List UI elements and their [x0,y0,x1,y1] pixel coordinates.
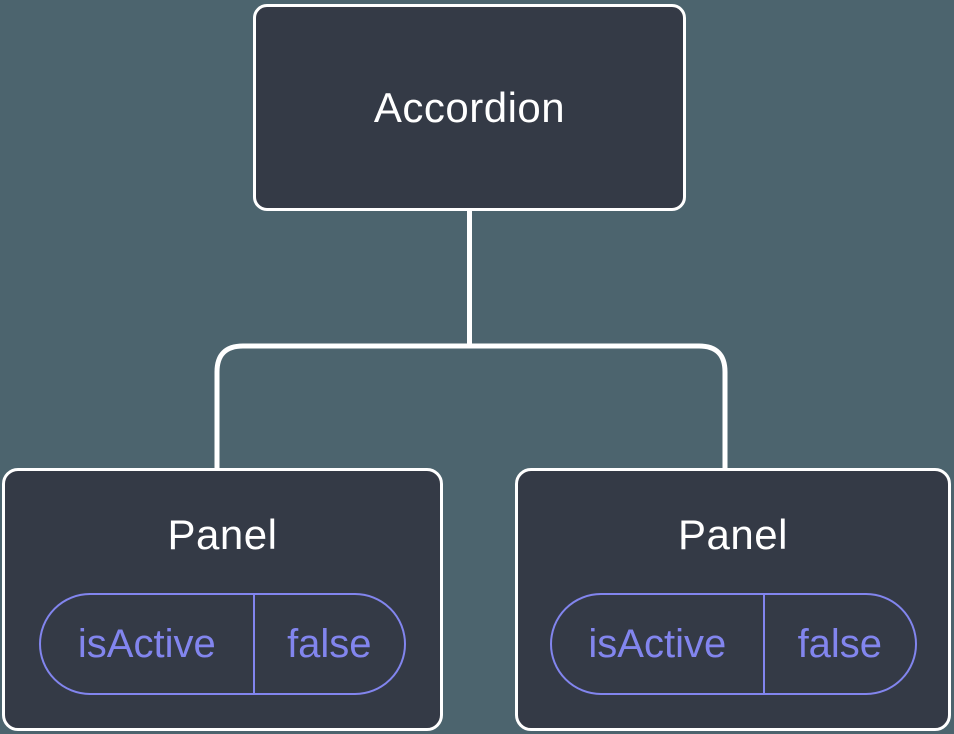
panel-node-label: Panel [678,511,788,558]
branch-bracket-line [214,343,728,470]
state-key: isActive [77,621,216,666]
state-pill: isActive false [39,593,406,695]
state-value: false [763,595,914,693]
panel-node-right: Panel isActive false [515,468,951,731]
accordion-node-label: Accordion [373,83,566,131]
panel-node-label: Panel [167,511,278,558]
state-pill: isActive false [549,593,917,695]
accordion-node: Accordion [253,4,686,211]
state-value: false [252,595,404,693]
state-key: isActive [588,621,727,666]
panel-node-left: Panel isActive false [2,468,443,731]
